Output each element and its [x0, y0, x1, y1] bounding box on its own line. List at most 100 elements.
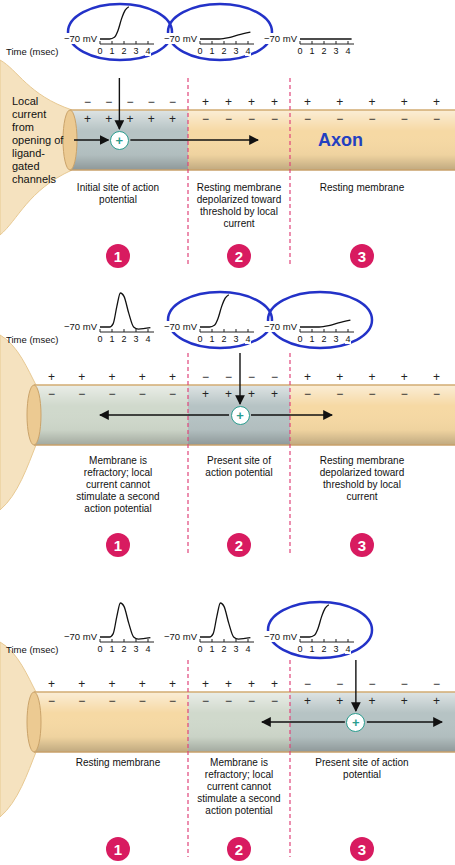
region-caption: Resting membrane depolarized toward thre… [307, 455, 417, 503]
callout-text: 3 [358, 249, 366, 264]
tick-number: 0 [197, 334, 202, 344]
axis-tick [148, 41, 149, 44]
charge-signs: − − − − − [48, 388, 176, 400]
time-axis [300, 642, 354, 643]
axis-title: Time (msec) [6, 334, 58, 345]
callout-number: 1 [106, 837, 130, 861]
axis-tick [200, 41, 201, 44]
tick-number: 4 [245, 644, 250, 654]
charge-signs: + + + + + [48, 678, 176, 690]
current-arrow [262, 721, 345, 722]
axis-tick [224, 639, 225, 642]
axis-tick [300, 639, 301, 642]
tick-number: 3 [333, 644, 338, 654]
voltage-label: −70 mV [263, 321, 298, 332]
axis-tick [200, 329, 201, 332]
axis-tick [100, 329, 101, 332]
ion-sign: + [116, 134, 124, 147]
axis-tick [300, 41, 301, 44]
axis-tick [348, 41, 349, 44]
region-caption: Present site of action potential [193, 455, 285, 479]
voltage-label: −70 mV [163, 33, 198, 44]
callout-text: 3 [358, 842, 366, 857]
tick-number: 1 [109, 334, 114, 344]
current-arrow [367, 721, 442, 722]
tick-number: 1 [309, 644, 314, 654]
axis-tick [312, 41, 313, 44]
axis-tick [212, 639, 213, 642]
axis-tick [324, 329, 325, 332]
tick-number: 2 [121, 46, 126, 56]
tick-number: 0 [297, 334, 302, 344]
callout-text: 2 [235, 538, 243, 553]
voltage-label: −70 mV [63, 631, 98, 642]
axis-tick [100, 41, 101, 44]
callout-text: 2 [235, 249, 243, 264]
voltage-label: −70 mV [63, 33, 98, 44]
axis-tick [136, 639, 137, 642]
axon-shading [34, 385, 455, 445]
voltage-trace [300, 320, 350, 327]
axis-tick [124, 41, 125, 44]
tick-number: 0 [197, 46, 202, 56]
region-divider [187, 78, 188, 264]
region-divider [289, 660, 290, 857]
charge-signs: + + + + + [84, 113, 176, 125]
charge-signs: − − − − [202, 113, 278, 125]
tick-number: 0 [297, 46, 302, 56]
voltage-label: −70 mV [63, 321, 98, 332]
callout-text: 2 [235, 842, 243, 857]
axis-tick [236, 639, 237, 642]
tick-number: 0 [97, 46, 102, 56]
charge-signs: − − − − − [304, 113, 440, 125]
tick-number: 2 [221, 46, 226, 56]
axis-tick [336, 41, 337, 44]
tick-number: 2 [221, 334, 226, 344]
callout-number: 3 [350, 244, 374, 268]
axis-tick [248, 329, 249, 332]
axis-tick [100, 639, 101, 642]
tick-number: 4 [345, 644, 350, 654]
time-axis [100, 44, 154, 45]
voltage-trace [200, 603, 250, 639]
tick-number: 1 [209, 644, 214, 654]
axon-end [27, 385, 41, 445]
axis-tick [112, 329, 113, 332]
region-caption: Membrane is refractory; local current ca… [193, 757, 285, 817]
current-arrow [100, 414, 229, 415]
ion-marker: + [231, 406, 250, 425]
region-caption: Resting membrane depolarized toward thre… [193, 182, 285, 230]
region-divider [187, 660, 188, 857]
cell-body [0, 60, 72, 235]
tick-number: 2 [321, 334, 326, 344]
panel-art [0, 292, 455, 553]
voltage-label: −70 mV [263, 33, 298, 44]
tick-number: 4 [345, 46, 350, 56]
voltage-trace [200, 32, 250, 39]
axis-tick [136, 329, 137, 332]
tick-number: 0 [297, 644, 302, 654]
tick-number: 3 [133, 46, 138, 56]
charge-signs: − − − − [202, 695, 278, 707]
callout-number: 2 [227, 837, 251, 861]
axon-shading [70, 110, 455, 170]
time-axis [300, 44, 354, 45]
charge-signs: + + + + [202, 678, 278, 690]
callout-number: 1 [106, 244, 130, 268]
tick-number: 0 [97, 334, 102, 344]
panel-art [0, 602, 455, 857]
tick-number: 0 [197, 644, 202, 654]
tick-number: 2 [321, 644, 326, 654]
axis-tick [312, 639, 313, 642]
axis-tick [312, 329, 313, 332]
tick-number: 1 [209, 46, 214, 56]
axis-tick [124, 639, 125, 642]
axis-tick [124, 329, 125, 332]
charge-signs: + + + + + [304, 96, 440, 108]
axon-shading [34, 692, 455, 752]
tick-number: 2 [121, 334, 126, 344]
voltage-label: −70 mV [163, 631, 198, 642]
tick-number: 3 [233, 644, 238, 654]
charge-signs: − − − − [202, 371, 278, 383]
